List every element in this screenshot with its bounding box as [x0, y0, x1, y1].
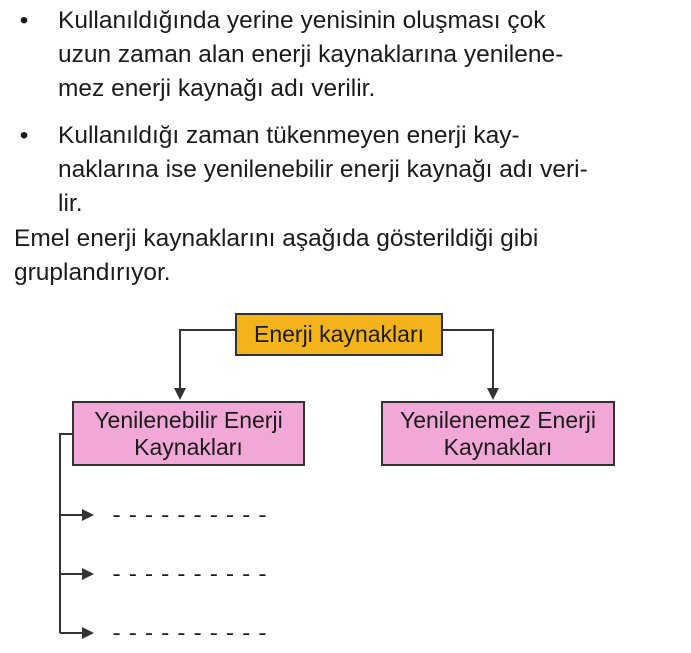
bullet-line: uzun zaman alan enerji kaynaklarına yeni…: [58, 41, 564, 68]
intro-line: Emel enerji kaynaklarını aşağıda gösteri…: [14, 225, 539, 252]
definition-list: • Kullanıldığında yerine yenisinin oluşm…: [14, 4, 666, 234]
bullet-marker: •: [19, 122, 29, 149]
energy-sources-label: Enerji kaynakları: [253, 321, 425, 347]
nonrenewable-label-line2: Kaynakları: [443, 433, 553, 460]
renewable-label-line1: Yenilenebilir Enerji: [94, 406, 283, 433]
bullet-line: Kullanıldığında yerine yenisinin oluşmas…: [58, 7, 546, 34]
intro-paragraph: Emel enerji kaynaklarını aşağıda gösteri…: [14, 222, 666, 290]
bullet-line: mez enerji kaynağı adı verilir.: [58, 75, 376, 102]
bullet-marker: •: [19, 7, 29, 34]
bullet-renewable-definition: • Kullanıldığı zaman tükenmeyen enerji k…: [14, 119, 666, 221]
bullet-nonrenewable-definition: • Kullanıldığında yerine yenisinin oluşm…: [14, 4, 666, 106]
renewable-sources-box: Yenilenebilir Enerji Kaynakları: [72, 401, 305, 466]
connector-root-to-renewable: [174, 329, 235, 400]
energy-sources-box: Enerji kaynakları: [235, 313, 443, 356]
bullet-line: naklarına ise yenilenebilir enerji kayna…: [58, 156, 588, 183]
answer-blank-2: ----------: [110, 563, 273, 588]
bullet-line: lir.: [58, 190, 83, 217]
answer-blank-3: ----------: [110, 622, 273, 647]
bullet-line: Kullanıldığı zaman tükenmeyen enerji kay…: [58, 122, 520, 149]
answer-blank-1: ----------: [110, 504, 273, 529]
intro-line: gruplandırıyor.: [14, 259, 171, 286]
renewable-label-line2: Kaynakları: [134, 433, 243, 460]
connector-renewable-trunk: [59, 433, 72, 633]
connector-root-to-nonrenewable: [443, 329, 499, 400]
nonrenewable-label-line1: Yenilenemez Enerji: [399, 406, 597, 433]
nonrenewable-sources-box: Yenilenemez Enerji Kaynakları: [381, 401, 615, 466]
